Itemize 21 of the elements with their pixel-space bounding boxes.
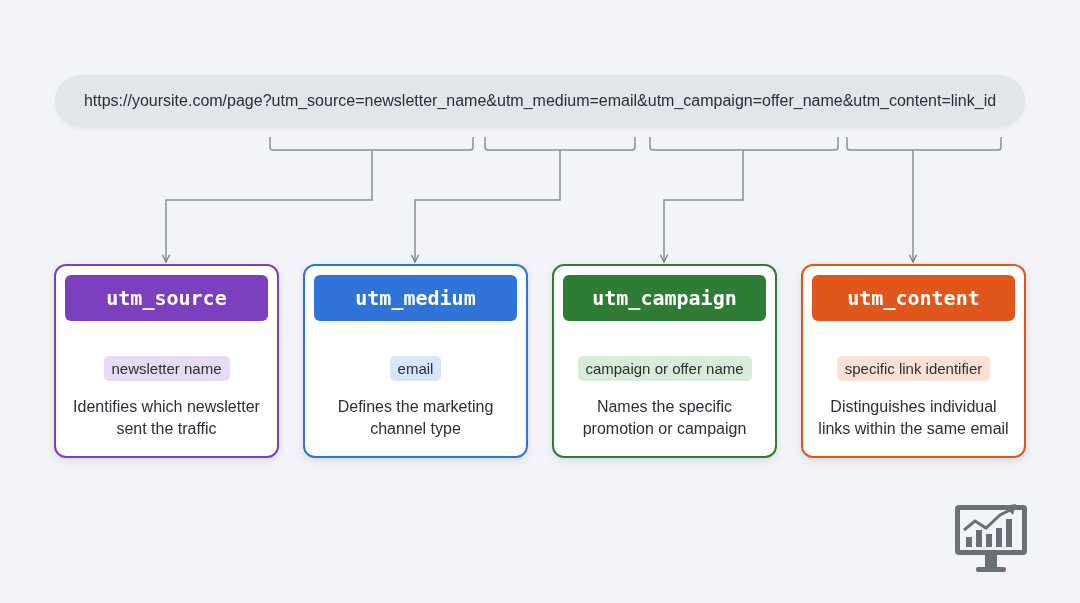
arrow (659, 149, 744, 263)
url-text: https://yoursite.com/page?utm_source=newsletter_name&utm_medium=email&utm_campaign=offer_name&utm_content=link_id (83, 92, 997, 110)
value-tag: email (389, 356, 442, 381)
value-tag: newsletter name (103, 356, 230, 381)
card-header: utm_content (812, 275, 1015, 321)
value-tag: campaign or offer name (577, 356, 752, 381)
parameter-card (801, 264, 1026, 458)
description-text: Distinguishes individual links within the same email (817, 397, 1010, 439)
description-text: Identifies which newsletter sent the traffic (72, 397, 261, 439)
arrow (410, 149, 561, 263)
card-header: utm_campaign (563, 275, 766, 321)
parameter-card (303, 264, 528, 458)
description-text: Defines the marketing channel type (336, 397, 495, 439)
card-header: utm_source (65, 275, 268, 321)
parameter-card (552, 264, 777, 458)
description-text: Names the specific promotion or campaign (581, 397, 748, 439)
arrow (908, 149, 918, 263)
value-tag: specific link identifier (836, 356, 991, 381)
arrow (161, 149, 373, 263)
parameter-card (54, 264, 279, 458)
card-header: utm_medium (314, 275, 517, 321)
